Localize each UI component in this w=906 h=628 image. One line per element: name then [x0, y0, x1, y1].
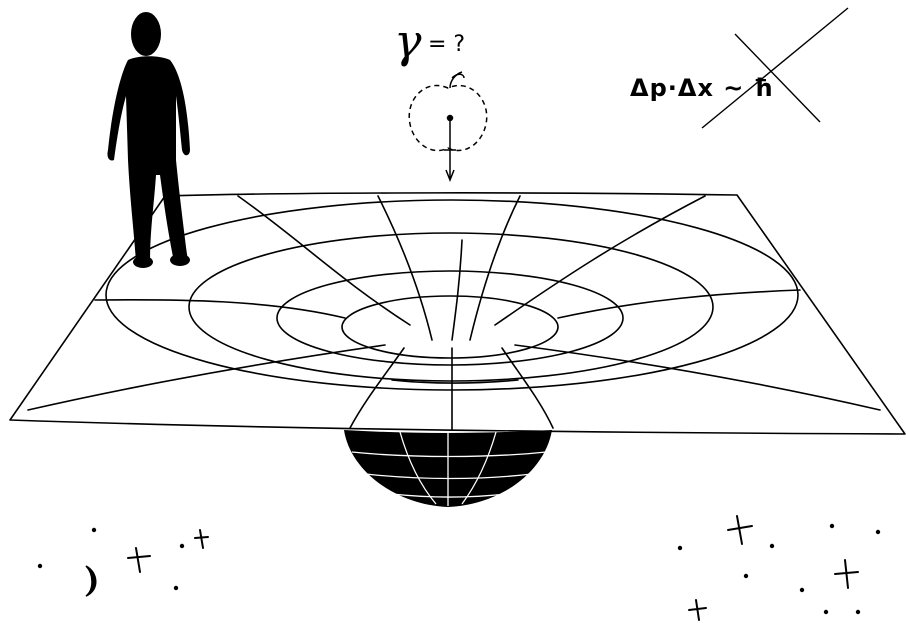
star-icon	[128, 516, 858, 620]
grid-line-diag-br	[515, 345, 880, 410]
grid-line-right-horizontal	[558, 290, 800, 318]
well-ring-3	[189, 233, 713, 381]
star-dots	[38, 524, 880, 614]
grid-line-left-horizontal	[95, 300, 345, 318]
black-hole-sphere	[344, 430, 552, 507]
gamma-symbol: γ	[394, 18, 422, 64]
well-ring-1	[342, 296, 558, 358]
grid-line-throat-3	[452, 240, 462, 340]
human-silhouette	[107, 12, 190, 268]
grid-line-diag-bl	[28, 345, 385, 410]
grid-line-throat-2	[470, 196, 520, 340]
gamma-question: = ?	[428, 34, 465, 56]
cross-out-mark	[702, 8, 848, 128]
moon-icon	[86, 566, 96, 596]
grid-line-throat-1	[378, 196, 432, 340]
uncertainty-relation: Δp·Δx ~ ħ	[630, 76, 774, 100]
apple-icon	[409, 72, 487, 180]
well-ring-2	[277, 271, 623, 365]
